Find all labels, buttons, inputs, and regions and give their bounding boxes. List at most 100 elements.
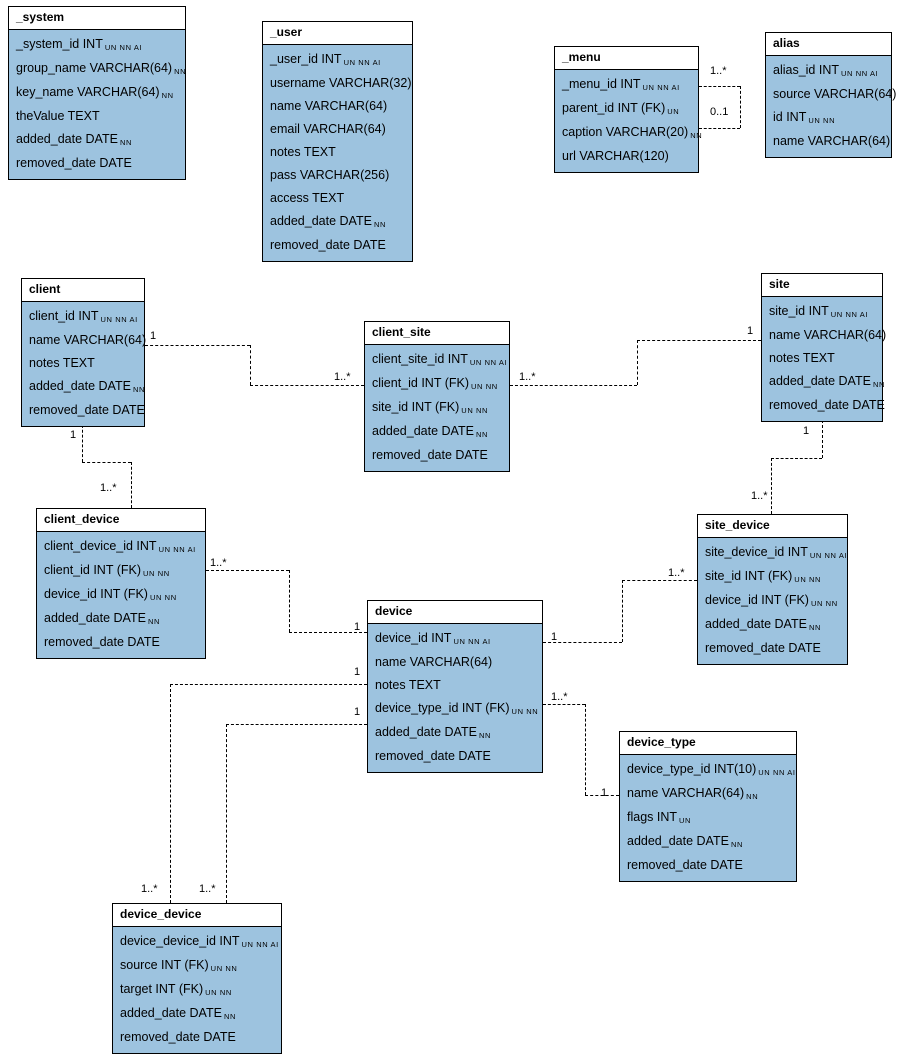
column-flags: UN NN [810,599,838,608]
column-name: removed_date DATE [44,635,160,649]
connector-site-clientsite [637,340,761,341]
column-name: client_id INT [29,309,99,323]
column-name: device_id INT [375,631,452,645]
entity-column: removed_date DATE [365,444,509,467]
column-flags: UN [667,107,680,116]
column-flags: NN [161,91,174,100]
column-name: notes TEXT [270,145,336,159]
entity-column: name VARCHAR(64)NN [620,782,796,806]
column-name: site_device_id INT [705,545,808,559]
cardinality-label-client-cs-one: 1 [150,330,157,342]
column-flags: NN [174,67,187,76]
column-name: name VARCHAR(64) [773,134,891,148]
connector-site-clientsite [637,340,638,385]
cardinality-label-client-cd-many: 1..* [100,482,117,494]
column-name: added_date DATE [627,834,729,848]
connector-device-devicedevice-target [226,724,367,725]
entity-column: removed_date DATE [37,631,205,654]
column-name: caption VARCHAR(20) [562,125,689,139]
connector-sitedevice-device [622,580,623,642]
column-name: added_date DATE [705,617,807,631]
entity-column: username VARCHAR(32) [263,72,412,95]
column-flags: UN NN [143,569,170,578]
cardinality-label-menu-many: 1..* [710,65,727,77]
entity-column: site_id INT (FK)UN NN [365,396,509,420]
entity-column: email VARCHAR(64) [263,118,412,141]
column-name: notes TEXT [375,678,441,692]
column-name: username VARCHAR(32) [270,76,412,90]
column-flags: NN [119,138,132,147]
column-name: key_name VARCHAR(64) [16,85,160,99]
column-name: parent_id INT (FK) [562,101,666,115]
entity-title: alias [766,33,891,56]
entity-column: access TEXT [263,187,412,210]
column-name: name VARCHAR(64) [270,99,388,113]
column-flags: NN [373,220,386,229]
column-name: added_date DATE [120,1006,222,1020]
cardinality-label-site-cs-one: 1 [747,325,754,337]
connector-site-sitedevice [771,458,822,459]
entity-column: theValue TEXT [9,105,185,128]
entity-column: device_id INT (FK)UN NN [37,583,205,607]
column-name: target INT (FK) [120,982,204,996]
column-name: removed_date DATE [375,749,491,763]
column-name: removed_date DATE [372,448,488,462]
entity-column: device_type_id INT (FK)UN NN [368,697,542,721]
column-name: added_date DATE [372,424,474,438]
column-name: removed_date DATE [29,403,145,417]
column-name: notes TEXT [769,351,835,365]
column-name: _user_id INT [270,52,342,66]
connector-device-devicetype [543,704,585,705]
entity-title: device [368,601,542,624]
entity-column: source VARCHAR(64) [766,83,896,106]
cardinality-label-sd-device-one: 1 [551,631,558,643]
entity-column: url VARCHAR(120) [555,145,698,168]
column-flags: UN NN [461,406,489,415]
column-flags: UN NN AI [241,940,279,949]
connector-client-clientdevice [82,462,131,463]
column-name: device_type_id INT (FK) [375,701,510,715]
column-flags: UN NN AI [642,83,680,92]
column-name: added_date DATE [29,379,131,393]
cardinality-label-dd-target-many: 1..* [199,883,216,895]
entity-column: removed_date DATE [620,854,796,877]
connector-sitedevice-device [622,580,697,581]
cardinality-label-site-sd-one: 1 [803,425,810,437]
column-name: removed_date DATE [16,156,132,170]
column-name: client_device_id INT [44,539,157,553]
column-flags: UN NN [511,707,539,716]
cardinality-label-client-cs-many: 1..* [334,371,351,383]
column-flags: UN NN AI [104,43,143,52]
column-name: removed_date DATE [627,858,743,872]
column-flags: NN [872,380,885,389]
column-name: added_date DATE [375,725,477,739]
column-name: flags INT [627,810,678,824]
cardinality-label-dd-source-many: 1..* [141,883,158,895]
column-flags: UN NN AI [841,69,879,78]
column-name: added_date DATE [44,611,146,625]
column-name: name VARCHAR(64) [29,333,147,347]
column-flags: UN NN [808,116,836,125]
entity-title: client [22,279,144,302]
